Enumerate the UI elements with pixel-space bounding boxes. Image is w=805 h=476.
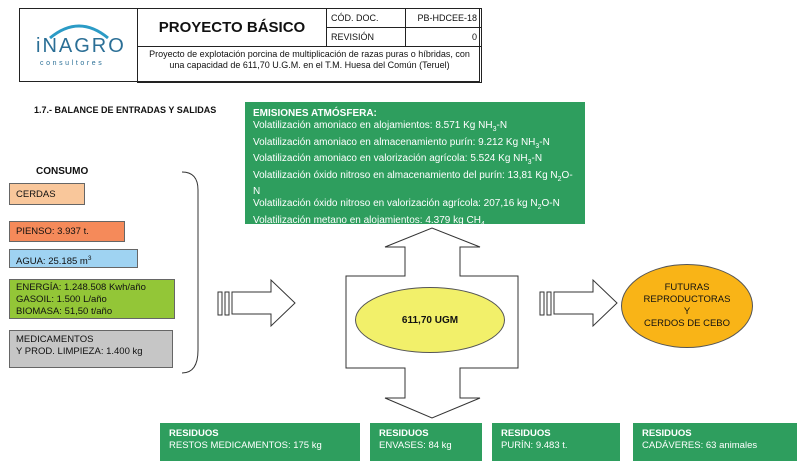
logo-subtitle: consultores	[40, 60, 105, 67]
output-line: CERDOS DE CEBO	[643, 318, 731, 329]
residue-heading: RESIDUOS	[501, 428, 551, 439]
residue-text: RESTOS MEDICAMENTOS: 175 kg	[169, 440, 322, 451]
residue-heading: RESIDUOS	[642, 428, 692, 439]
output-line: FUTURAS	[664, 282, 710, 293]
document-header: iNAGRO consultores PROYECTO BÁSICO CÓD. …	[19, 8, 482, 83]
agua-text: AGUA: 25.185 m	[16, 256, 88, 268]
cerdas-box: CERDAS	[9, 183, 85, 205]
emission-line: Volatilización amoniaco en almacenamient…	[253, 136, 550, 150]
emission-line: Volatilización amoniaco en alojamientos:…	[253, 120, 508, 134]
emission-line: Volatilización óxido nitroso en almacena…	[253, 169, 573, 198]
limpieza-line: Y PROD. LIMPIEZA: 1.400 kg	[16, 346, 143, 357]
emissions-heading: EMISIONES ATMÓSFERA:	[253, 108, 377, 119]
emissions-box: EMISIONES ATMÓSFERA: Volatilización amon…	[245, 102, 585, 261]
output-line: REPRODUCTORAS	[643, 294, 731, 305]
energia-line: ENERGÍA: 1.248.508 Kwh/año	[16, 282, 146, 293]
medicamentos-line: MEDICAMENTOS	[16, 334, 94, 345]
residue-text: PURÍN: 9.483 t.	[501, 440, 568, 451]
medicamentos-box: MEDICAMENTOS Y PROD. LIMPIEZA: 1.400 kg	[9, 330, 173, 368]
input-arrow-icon	[217, 278, 296, 328]
gasoil-line: GASOIL: 1.500 L/año	[16, 294, 107, 305]
logo-arc-icon	[49, 24, 109, 40]
residue-heading: RESIDUOS	[379, 428, 429, 439]
logo-word: iNAGRO	[36, 35, 126, 57]
output-line: Y	[683, 306, 691, 317]
energia-box: ENERGÍA: 1.248.508 Kwh/año GASOIL: 1.500…	[9, 279, 175, 319]
emission-line: Volatilización óxido nitroso en valoriza…	[253, 198, 560, 212]
agua-unit-sup: 3	[87, 255, 92, 262]
residue-box-envases: RESIDUOS ENVASES: 84 kg	[370, 423, 482, 461]
brace-icon	[181, 171, 199, 374]
emission-line: Volatilización dióxido de carbono: 4.185…	[253, 247, 464, 261]
output-ellipse: FUTURAS REPRODUCTORAS Y CERDOS DE CEBO	[621, 264, 753, 348]
section-title: 1.7.- BALANCE DE ENTRADAS Y SALIDAS	[34, 105, 217, 115]
residue-text: CADÁVERES: 63 animales	[642, 440, 758, 451]
project-description: Proyecto de explotación porcina de multi…	[137, 46, 482, 83]
residue-text: ENVASES: 84 kg	[379, 440, 452, 451]
residue-box-medicamentos: RESIDUOS RESTOS MEDICAMENTOS: 175 kg	[160, 423, 360, 461]
emission-line: Volatilización metano en gestión de purí…	[253, 231, 506, 245]
logo-cell: iNAGRO consultores	[19, 8, 138, 82]
residue-heading: RESIDUOS	[169, 428, 219, 439]
pienso-box: PIENSO: 3.937 t.	[9, 221, 125, 242]
ugm-ellipse: 611,70 UGM	[355, 287, 505, 353]
emission-line: Volatilización metano en alojamientos: 4…	[253, 214, 485, 228]
consumo-title: CONSUMO	[36, 166, 89, 177]
residue-box-cadaveres: RESIDUOS CADÁVERES: 63 animales	[633, 423, 797, 461]
residue-box-purin: RESIDUOS PURÍN: 9.483 t.	[492, 423, 620, 461]
emissions-list: Volatilización amoniaco en alojamientos:…	[253, 120, 577, 264]
emission-line: Volatilización amoniaco en valorización …	[253, 153, 543, 167]
biomasa-line: BIOMASA: 51,50 t/año	[16, 306, 113, 317]
output-arrow-icon	[539, 278, 618, 328]
agua-box: AGUA: 25.185 m3	[9, 249, 138, 268]
